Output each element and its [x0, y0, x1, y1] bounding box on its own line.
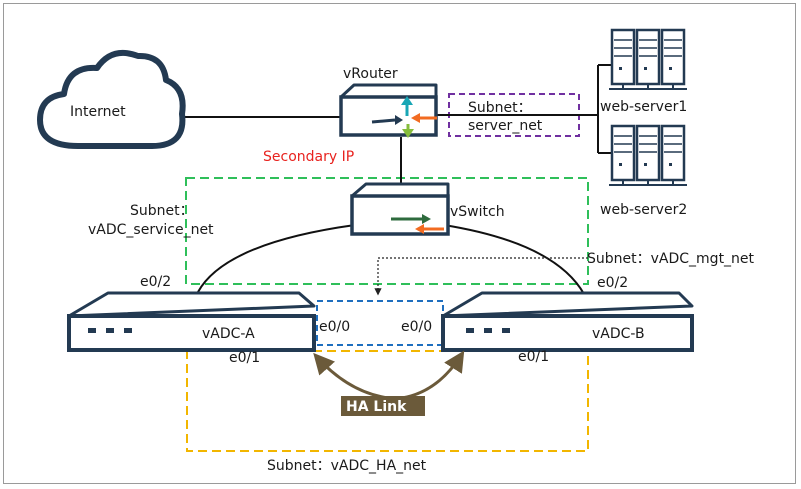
vrouter-icon [339, 83, 438, 138]
internet-label: Internet [70, 104, 126, 120]
subnet-server-label-line1: Subnet： [468, 100, 532, 116]
subnet-mgt-label: Subnet：vADC_mgt_net [587, 251, 755, 267]
vadc-b-icon [441, 291, 694, 352]
vswitch-to-vadc-b-link [443, 224, 585, 295]
vadc-a-icon [67, 291, 316, 352]
vswitch-to-vadc-a-link [197, 224, 356, 293]
vadc-b-port-e0-2: e0/2 [597, 275, 628, 291]
vadc-b-port-e0-0: e0/0 [401, 319, 432, 335]
vswitch-icon [350, 182, 450, 236]
vadc-a-label: vADC-A [202, 326, 255, 342]
internet-cloud-icon [37, 50, 186, 149]
vrouter-label: vRouter [343, 66, 398, 82]
secondary-ip-label: Secondary IP [263, 149, 354, 165]
mgt-net-pointer [374, 257, 588, 296]
web-server1-label: web-server1 [600, 99, 687, 115]
ha-link-badge [341, 396, 425, 416]
vadc-b-port-e0-1: e0/1 [518, 349, 549, 365]
vadc-mgt-net-box [316, 300, 444, 346]
subnet-service-label-line2: vADC_service_net [88, 222, 214, 238]
vswitch-label: vSwitch [450, 204, 505, 220]
web-server2-label: web-server2 [600, 202, 687, 218]
subnet-service-label-line1: Subnet： [130, 203, 194, 219]
diagram-frame [3, 3, 796, 484]
subnet-ha-label: Subnet：vADC_HA_net [267, 458, 427, 474]
ha-link-arrow [313, 350, 465, 400]
vadc-b-label: vADC-B [592, 326, 645, 342]
web-server2-icon [609, 124, 687, 186]
vadc-a-port-e0-0: e0/0 [319, 319, 350, 335]
subnet-server-label-line2: server_net [468, 118, 543, 134]
vadc-service-net-box [185, 177, 589, 285]
vadc-a-port-e0-1: e0/1 [229, 350, 260, 366]
ha-link-label: HA Link [346, 399, 407, 415]
web-server1-icon [609, 28, 687, 90]
vadc-a-port-e0-2: e0/2 [140, 274, 171, 290]
